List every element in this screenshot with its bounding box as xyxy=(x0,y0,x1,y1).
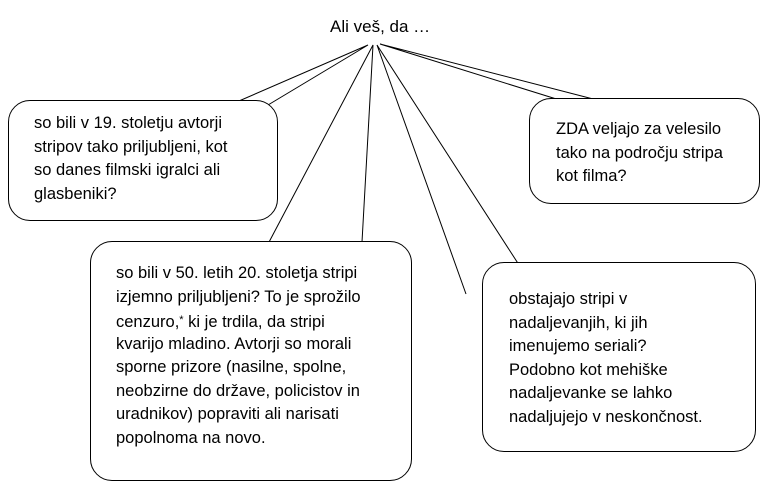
text-line: ZDA veljajo za velesilo xyxy=(556,120,722,138)
text-line: popolnoma na novo. xyxy=(116,428,266,447)
text-line: so bili v 50. letih 20. stoletja stripi xyxy=(116,264,358,282)
text-fragment: ki je trdila, da stripi xyxy=(183,313,325,331)
connector-authors xyxy=(231,44,369,109)
text-line: stripov tako priljubljeni, kot xyxy=(34,137,228,156)
bubble-serials-text: obstajajo stripi v nadaljevanjih, ki jih… xyxy=(509,288,703,429)
connector-usa xyxy=(379,43,598,103)
text-line: cenzuro,* ki je trdila, da stripi xyxy=(116,309,361,333)
bubble-fifties xyxy=(90,241,412,481)
text-line: obstajajo stripi v xyxy=(509,290,628,308)
text-fragment: cenzuro, xyxy=(116,313,180,331)
text-line: neobzirne do države, policistov in xyxy=(116,381,360,400)
diagram-title: Ali veš, da … xyxy=(330,17,431,36)
text-line: so bili v 19. stoletju avtorji xyxy=(34,114,223,132)
text-line: nadaljevanke se lahko xyxy=(509,384,673,402)
bubble-authors xyxy=(8,100,278,221)
text-line: imenujemo seriali? xyxy=(509,337,647,355)
text-line: tako na področju stripa xyxy=(556,143,723,162)
text-line: kot filma? xyxy=(556,167,627,185)
bubble-fifties-text: so bili v 50. letih 20. stoletja stripi … xyxy=(116,262,361,450)
connector-serials xyxy=(376,44,522,295)
text-line: uradnikov) popraviti ali narisati xyxy=(116,405,339,423)
text-line: kvarijo mladino. Avtorji so morali xyxy=(116,334,352,353)
text-line: izjemno priljubljeni? To je sprožilo xyxy=(116,287,361,306)
text-line: Podobno kot mehiške xyxy=(509,360,668,379)
footnote-asterisk: * xyxy=(179,314,184,326)
text-line: glasbeniki? xyxy=(34,184,117,203)
text-line: nadaljevanjih, ki jih xyxy=(509,313,648,332)
connector-fifties xyxy=(267,44,374,245)
text-line: so danes filmski igralci ali xyxy=(34,161,221,179)
bubble-usa xyxy=(529,98,760,204)
bubble-serials xyxy=(482,262,756,452)
bubble-authors-text: so bili v 19. stoletju avtorji stripov t… xyxy=(34,112,228,206)
text-line: sporne prizore (nasilne, spolne, xyxy=(116,358,347,376)
text-line: nadaljujejo v neskončnost. xyxy=(509,407,703,426)
bubble-usa-text: ZDA veljajo za velesilo tako na področju… xyxy=(556,118,723,189)
